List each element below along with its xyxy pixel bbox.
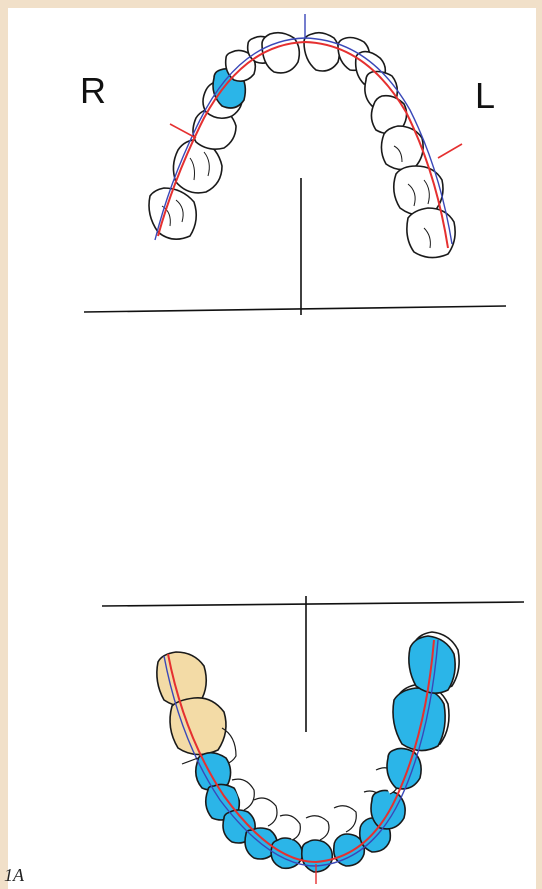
lower-tooth-l3 <box>371 790 405 828</box>
upper-right-canine-tick <box>170 124 196 138</box>
upper-left-canine-tick <box>438 144 462 158</box>
upper-horizontal-axis <box>84 306 506 312</box>
lower-horizontal-axis <box>102 602 524 606</box>
lower-tooth-r1-back <box>280 815 300 840</box>
lower-tooth-cr <box>302 840 333 872</box>
lower-tooth-r2-back <box>254 798 277 826</box>
lower-tooth-l6 <box>393 688 445 751</box>
lower-tooth-r6 <box>170 698 226 755</box>
upper-tooth-l7 <box>407 208 455 258</box>
label-left-side: L <box>475 78 495 114</box>
label-right-side: R <box>80 73 106 109</box>
lower-right-tick <box>182 758 198 764</box>
figure-caption: 1A <box>4 866 24 884</box>
lower-tooth-l1-back <box>334 806 356 832</box>
lower-tooth-l4 <box>387 748 421 788</box>
lower-tooth-c-back <box>306 816 329 840</box>
upper-arch <box>149 33 455 258</box>
upper-tooth-l5 <box>381 126 423 170</box>
upper-tooth-r7 <box>149 188 196 239</box>
